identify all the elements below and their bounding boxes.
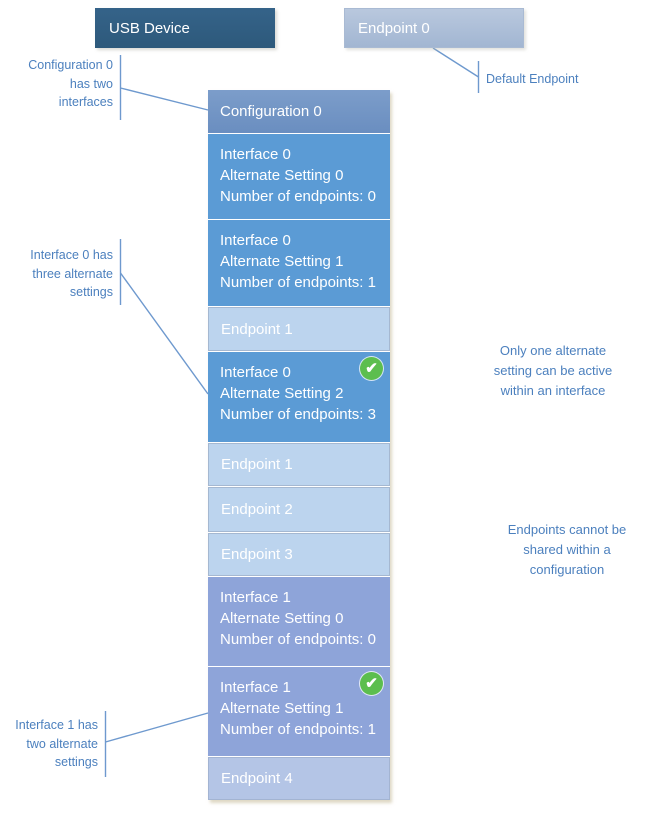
interface0-alt0-box: Interface 0 Alternate Setting 0 Number o…: [208, 134, 390, 219]
alternate-setting: Alternate Setting 2: [220, 385, 344, 402]
annotation-line: interfaces: [58, 95, 113, 109]
annotation-line: has two: [69, 76, 113, 91]
alternate-setting: Alternate Setting 1: [220, 253, 344, 270]
usb-device-box: USB Device: [95, 8, 275, 48]
endpoint1-box-alt1: Endpoint 1: [208, 307, 390, 351]
active-check-icon: ✔: [360, 672, 383, 695]
annotation-line: settings: [54, 755, 98, 769]
interface-name: Interface 0: [220, 364, 291, 381]
interface1-alt1-box: ✔ Interface 1 Alternate Setting 1 Number…: [208, 667, 390, 756]
annotation-line: three alternate: [32, 266, 113, 281]
interface0-alt2-box: ✔ Interface 0 Alternate Setting 2 Number…: [208, 352, 390, 442]
endpoint0-label: Endpoint 0: [358, 19, 430, 37]
annotation-config0-has-two-interfaces: Configuration 0 has two interfaces: [0, 56, 113, 112]
alternate-setting: Alternate Setting 1: [220, 700, 344, 717]
endpoint2-box: Endpoint 2: [208, 487, 390, 532]
annotation-line: Interface 1 has: [15, 718, 98, 732]
configuration0-box: Configuration 0: [208, 90, 390, 133]
annotation-line: configuration: [529, 562, 605, 577]
interface1-callout-leader: [105, 712, 209, 743]
default-endpoint-callout-leader: [432, 47, 479, 78]
endpoint-label: Endpoint 1: [221, 456, 293, 473]
configuration-stack: Configuration 0 Interface 0 Alternate Se…: [208, 90, 390, 800]
annotation-endpoints-not-shared: Endpoints cannot be shared within a conf…: [476, 520, 658, 580]
annotation-line: within an interface: [500, 383, 606, 398]
endpoint4-box: Endpoint 4: [208, 757, 390, 800]
annotation-line: shared within a: [523, 542, 611, 557]
annotation-interface0-three-alternates: Interface 0 has three alternate settings: [0, 246, 113, 302]
active-check-icon: ✔: [360, 357, 383, 380]
interface1-alt0-box: Interface 1 Alternate Setting 0 Number o…: [208, 577, 390, 666]
endpoint-count: Number of endpoints: 1: [220, 721, 376, 738]
endpoint-label: Endpoint 3: [221, 546, 293, 563]
interface-name: Interface 1: [220, 589, 291, 606]
annotation-line: Interface 0 has: [30, 248, 113, 262]
configuration0-label: Configuration 0: [220, 103, 322, 120]
interface0-callout-leader: [119, 272, 209, 395]
annotation-line: Configuration 0: [28, 58, 113, 72]
alternate-setting: Alternate Setting 0: [220, 610, 344, 627]
endpoint-count: Number of endpoints: 3: [220, 406, 376, 423]
endpoint-label: Endpoint 2: [221, 501, 293, 518]
annotation-line: Default Endpoint: [486, 72, 579, 86]
endpoint3-box: Endpoint 3: [208, 533, 390, 576]
endpoint-count: Number of endpoints: 0: [220, 188, 376, 205]
annotation-default-endpoint: Default Endpoint: [486, 70, 578, 89]
config0-callout-leader: [120, 87, 209, 111]
endpoint0-box: Endpoint 0: [344, 8, 524, 48]
annotation-line: Only one alternate: [499, 343, 607, 358]
annotation-interface1-two-alternates: Interface 1 has two alternate settings: [0, 716, 98, 772]
interface-name: Interface 1: [220, 679, 291, 696]
endpoint-count: Number of endpoints: 1: [220, 274, 376, 291]
endpoint1-box-alt2: Endpoint 1: [208, 443, 390, 486]
interface-name: Interface 0: [220, 146, 291, 163]
annotation-line: two alternate: [26, 736, 98, 751]
annotation-line: settings: [69, 285, 113, 299]
usb-device-label: USB Device: [109, 19, 190, 37]
interface-name: Interface 0: [220, 232, 291, 249]
endpoint-count: Number of endpoints: 0: [220, 631, 376, 648]
endpoint-label: Endpoint 1: [221, 320, 293, 338]
annotation-line: setting can be active: [493, 363, 613, 378]
annotation-only-one-alternate-active: Only one alternate setting can be active…: [462, 341, 644, 401]
interface0-alt1-box: Interface 0 Alternate Setting 1 Number o…: [208, 220, 390, 306]
annotation-line: Endpoints cannot be: [507, 522, 627, 537]
alternate-setting: Alternate Setting 0: [220, 167, 344, 184]
endpoint-label: Endpoint 4: [221, 770, 293, 787]
